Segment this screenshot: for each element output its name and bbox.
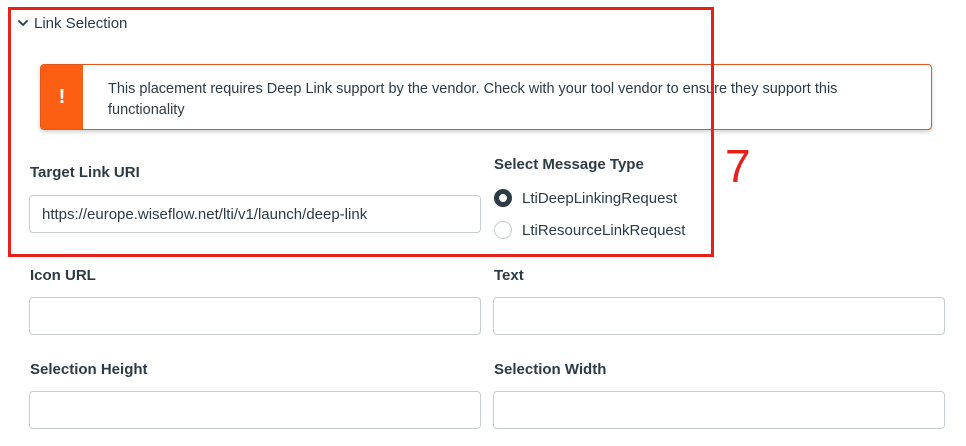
icon-url-input[interactable]: [29, 297, 481, 335]
target-link-uri-label: Target Link URI: [30, 164, 140, 181]
message-type-label: Select Message Type: [494, 156, 644, 173]
radio-lti-deep-linking-request[interactable]: LtiDeepLinkingRequest: [494, 187, 677, 209]
selection-width-input[interactable]: [493, 391, 945, 429]
annotation-number: 7: [725, 140, 751, 192]
text-label: Text: [494, 267, 524, 284]
radio-label: LtiDeepLinkingRequest: [522, 189, 678, 207]
section-title: Link Selection: [34, 14, 128, 32]
radio-checked-icon: [494, 189, 512, 207]
link-selection-toggle[interactable]: Link Selection: [16, 12, 127, 34]
warning-icon: !: [41, 65, 83, 129]
radio-unchecked-icon: [494, 221, 512, 239]
selection-height-input[interactable]: [29, 391, 481, 429]
radio-label: LtiResourceLinkRequest: [522, 221, 686, 239]
deep-link-warning-alert: ! This placement requires Deep Link supp…: [40, 64, 932, 130]
alert-message: This placement requires Deep Link suppor…: [108, 81, 838, 118]
radio-lti-resource-link-request[interactable]: LtiResourceLinkRequest: [494, 219, 685, 241]
text-input[interactable]: [493, 297, 945, 335]
icon-url-label: Icon URL: [30, 267, 96, 284]
target-link-uri-input[interactable]: [29, 195, 481, 233]
chevron-down-icon: [16, 16, 30, 30]
selection-width-label: Selection Width: [494, 361, 607, 378]
selection-height-label: Selection Height: [30, 361, 148, 378]
